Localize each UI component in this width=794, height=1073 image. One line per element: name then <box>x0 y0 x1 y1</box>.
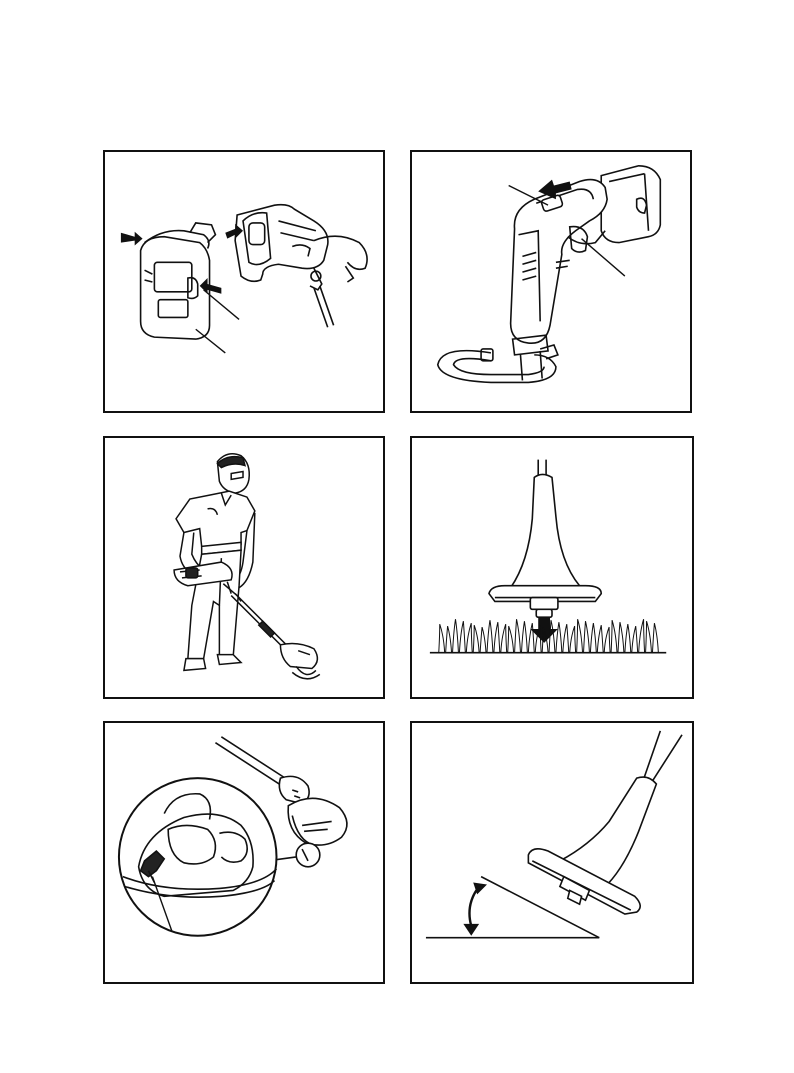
cutting-height-illustration <box>412 438 692 697</box>
figure-battery-insertion <box>103 150 385 413</box>
battery-insertion-illustration <box>105 152 383 411</box>
figure-tilt-angle <box>410 721 694 984</box>
figure-switch-lock <box>410 150 692 413</box>
switch-lock-illustration <box>412 152 690 411</box>
line-cutter-illustration <box>105 723 383 982</box>
figure-line-cutter <box>103 721 385 984</box>
operator-illustration <box>105 438 383 697</box>
tilt-angle-illustration <box>412 723 692 982</box>
figure-cutting-height <box>410 436 694 699</box>
figure-operator <box>103 436 385 699</box>
